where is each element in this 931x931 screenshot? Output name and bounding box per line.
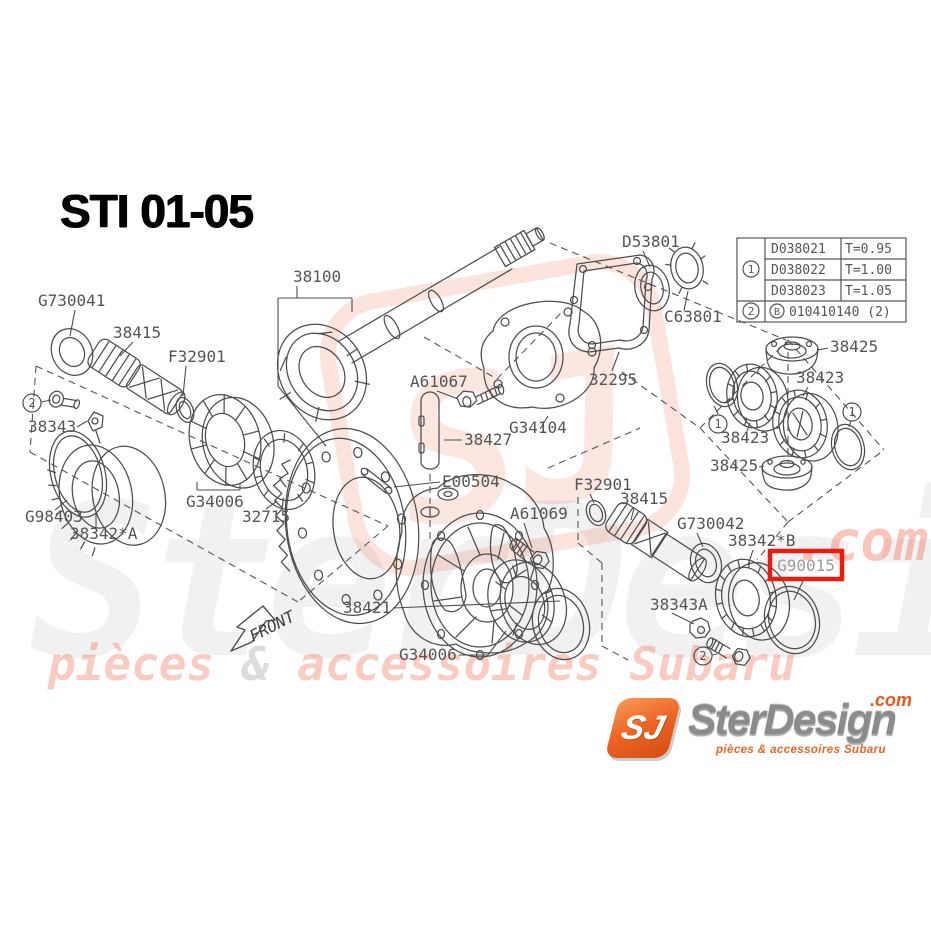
drawing-washer-g730042	[689, 542, 723, 584]
svg-text:1: 1	[714, 417, 721, 431]
drawing-pin-38427	[418, 391, 440, 470]
drawing-bearing-g34006-left	[188, 394, 275, 489]
table-cell-part-2: D038022	[771, 263, 826, 278]
part-label-a61067: A61067	[410, 372, 468, 391]
svg-text:2: 2	[699, 649, 706, 663]
part-label-38343a: 38343A	[650, 595, 708, 614]
callout-2-left: 2	[22, 393, 42, 413]
drawing-bolt-left	[48, 390, 81, 410]
part-label-38427: 38427	[464, 430, 512, 449]
table-cell-value-2: T=1.00	[845, 263, 892, 278]
sterdesign-logo-icon: SJ	[604, 698, 682, 758]
svg-text:2: 2	[28, 396, 35, 410]
part-label-38421: 38421	[343, 598, 391, 617]
callout-markers: 2 1 1 2	[22, 393, 862, 666]
highlight-g90015: G90015	[767, 548, 845, 582]
drawing-drum-38342a	[47, 444, 167, 557]
part-label-38342a: 38342*A	[70, 524, 138, 543]
drawing-race-right	[531, 587, 591, 661]
part-label-38425-top: 38425	[830, 337, 878, 356]
page-title: STI 01-05	[60, 185, 254, 237]
table-cell-part-3: D038023	[771, 284, 826, 299]
callout-1-upper-right: 1	[842, 402, 862, 422]
table-cell-value-1: T=0.95	[845, 242, 892, 257]
part-label-f32901-right: F32901	[574, 475, 632, 494]
part-label-e00504: E00504	[442, 472, 500, 491]
part-label-38343: 38343	[28, 417, 76, 436]
drawing-gasket-32295	[568, 254, 655, 353]
parts-table: 1 2 D038021 T=0.95 D038022 T=1.00 D03802…	[736, 237, 907, 323]
drawing-bolt-bottom	[706, 637, 751, 667]
sterdesign-logo: SJ SterDesign .com pièces & accessoires …	[600, 690, 912, 774]
part-label-f32901-left: F32901	[168, 347, 226, 366]
part-label-d53801: D53801	[622, 232, 680, 251]
drawing-lockwasher-38343a	[689, 617, 711, 639]
part-label-g730042: G730042	[677, 514, 744, 533]
part-label-32295: 32295	[589, 370, 637, 389]
drawing-gear-38423-lower	[726, 363, 789, 432]
logo-monogram: SJ	[617, 708, 669, 747]
table-cell-part-1: D038021	[771, 242, 826, 257]
drawing-shim-g90015	[763, 585, 821, 655]
svg-text:1: 1	[848, 405, 855, 419]
part-label-38100: 38100	[293, 267, 341, 286]
part-label-g34104: G34104	[509, 418, 567, 437]
drawing-pinion-38100	[276, 227, 545, 422]
front-arrow-icon	[230, 605, 276, 652]
part-label-a61069: A61069	[510, 504, 568, 523]
leader-lines	[40, 250, 852, 656]
part-label-38423-lower: 38423	[721, 428, 769, 447]
table-marker-2: 2	[748, 305, 755, 318]
table-cell-part-4: 010410140 (2)	[789, 305, 891, 320]
svg-text:SJ: SJ	[378, 304, 656, 575]
watermark-sj-monogram-icon: SJ	[319, 254, 691, 576]
drawing-washer-lower-left	[705, 362, 739, 408]
callout-2-bottom: 2	[693, 646, 713, 666]
part-label-g34006-right: G34006	[399, 645, 457, 664]
drawing-retainer-38425-top	[765, 336, 819, 375]
drawing-bolt-a61067	[456, 383, 505, 408]
logo-tagline: pièces & accessoires Subaru	[716, 744, 886, 756]
drawing-ringgear-38421	[272, 427, 420, 625]
table-prefix-b: B	[774, 307, 780, 318]
part-labels: G730041 38415 F32901 38343 G98403 38342*…	[25, 232, 878, 664]
table-cell-value-3: T=1.05	[845, 284, 892, 299]
part-label-g34006-left: G34006	[186, 492, 244, 511]
drawing-locktab-38343	[87, 411, 104, 444]
part-label-38415-left: 38415	[113, 323, 161, 342]
drawing-locknut-c63801	[665, 242, 709, 294]
drawing-seal-g730041	[50, 328, 94, 376]
part-label-g98403: G98403	[25, 507, 83, 526]
drawing-shaft-38415-right	[605, 502, 707, 582]
part-label-g90015: G90015	[777, 556, 835, 575]
part-label-32715: 32715	[242, 507, 290, 526]
part-label-38425-bottom: 38425	[710, 456, 758, 475]
highlight-box	[767, 548, 845, 582]
part-label-38342b: 38342*B	[728, 531, 795, 550]
drawing-bolt-a61069	[509, 538, 550, 570]
drawing-washer-upper-right	[830, 423, 866, 471]
drawing-ring-g98403	[48, 430, 108, 518]
assembly-dashed-lines	[29, 242, 885, 661]
callout-1-lower-left: 1	[708, 414, 728, 434]
part-label-38415-right: 38415	[620, 489, 668, 508]
logo-name: SterDesign	[688, 696, 897, 744]
logo-tld: .com	[869, 690, 912, 710]
part-label-38423-upper: 38423	[796, 368, 844, 387]
drawing-race-32715	[252, 429, 316, 511]
drawing-seal-d53801	[634, 264, 670, 312]
part-label-c63801: C63801	[664, 307, 722, 326]
front-indicator: FRONT	[230, 605, 299, 652]
table-marker-1: 1	[748, 263, 755, 276]
front-label: FRONT	[246, 606, 299, 645]
drawing-oring-f32901-right	[585, 499, 607, 527]
drawing-flange-disc	[420, 509, 540, 661]
drawing-retainer-38425-bottom	[761, 455, 813, 491]
part-label-g730041: G730041	[38, 291, 105, 310]
